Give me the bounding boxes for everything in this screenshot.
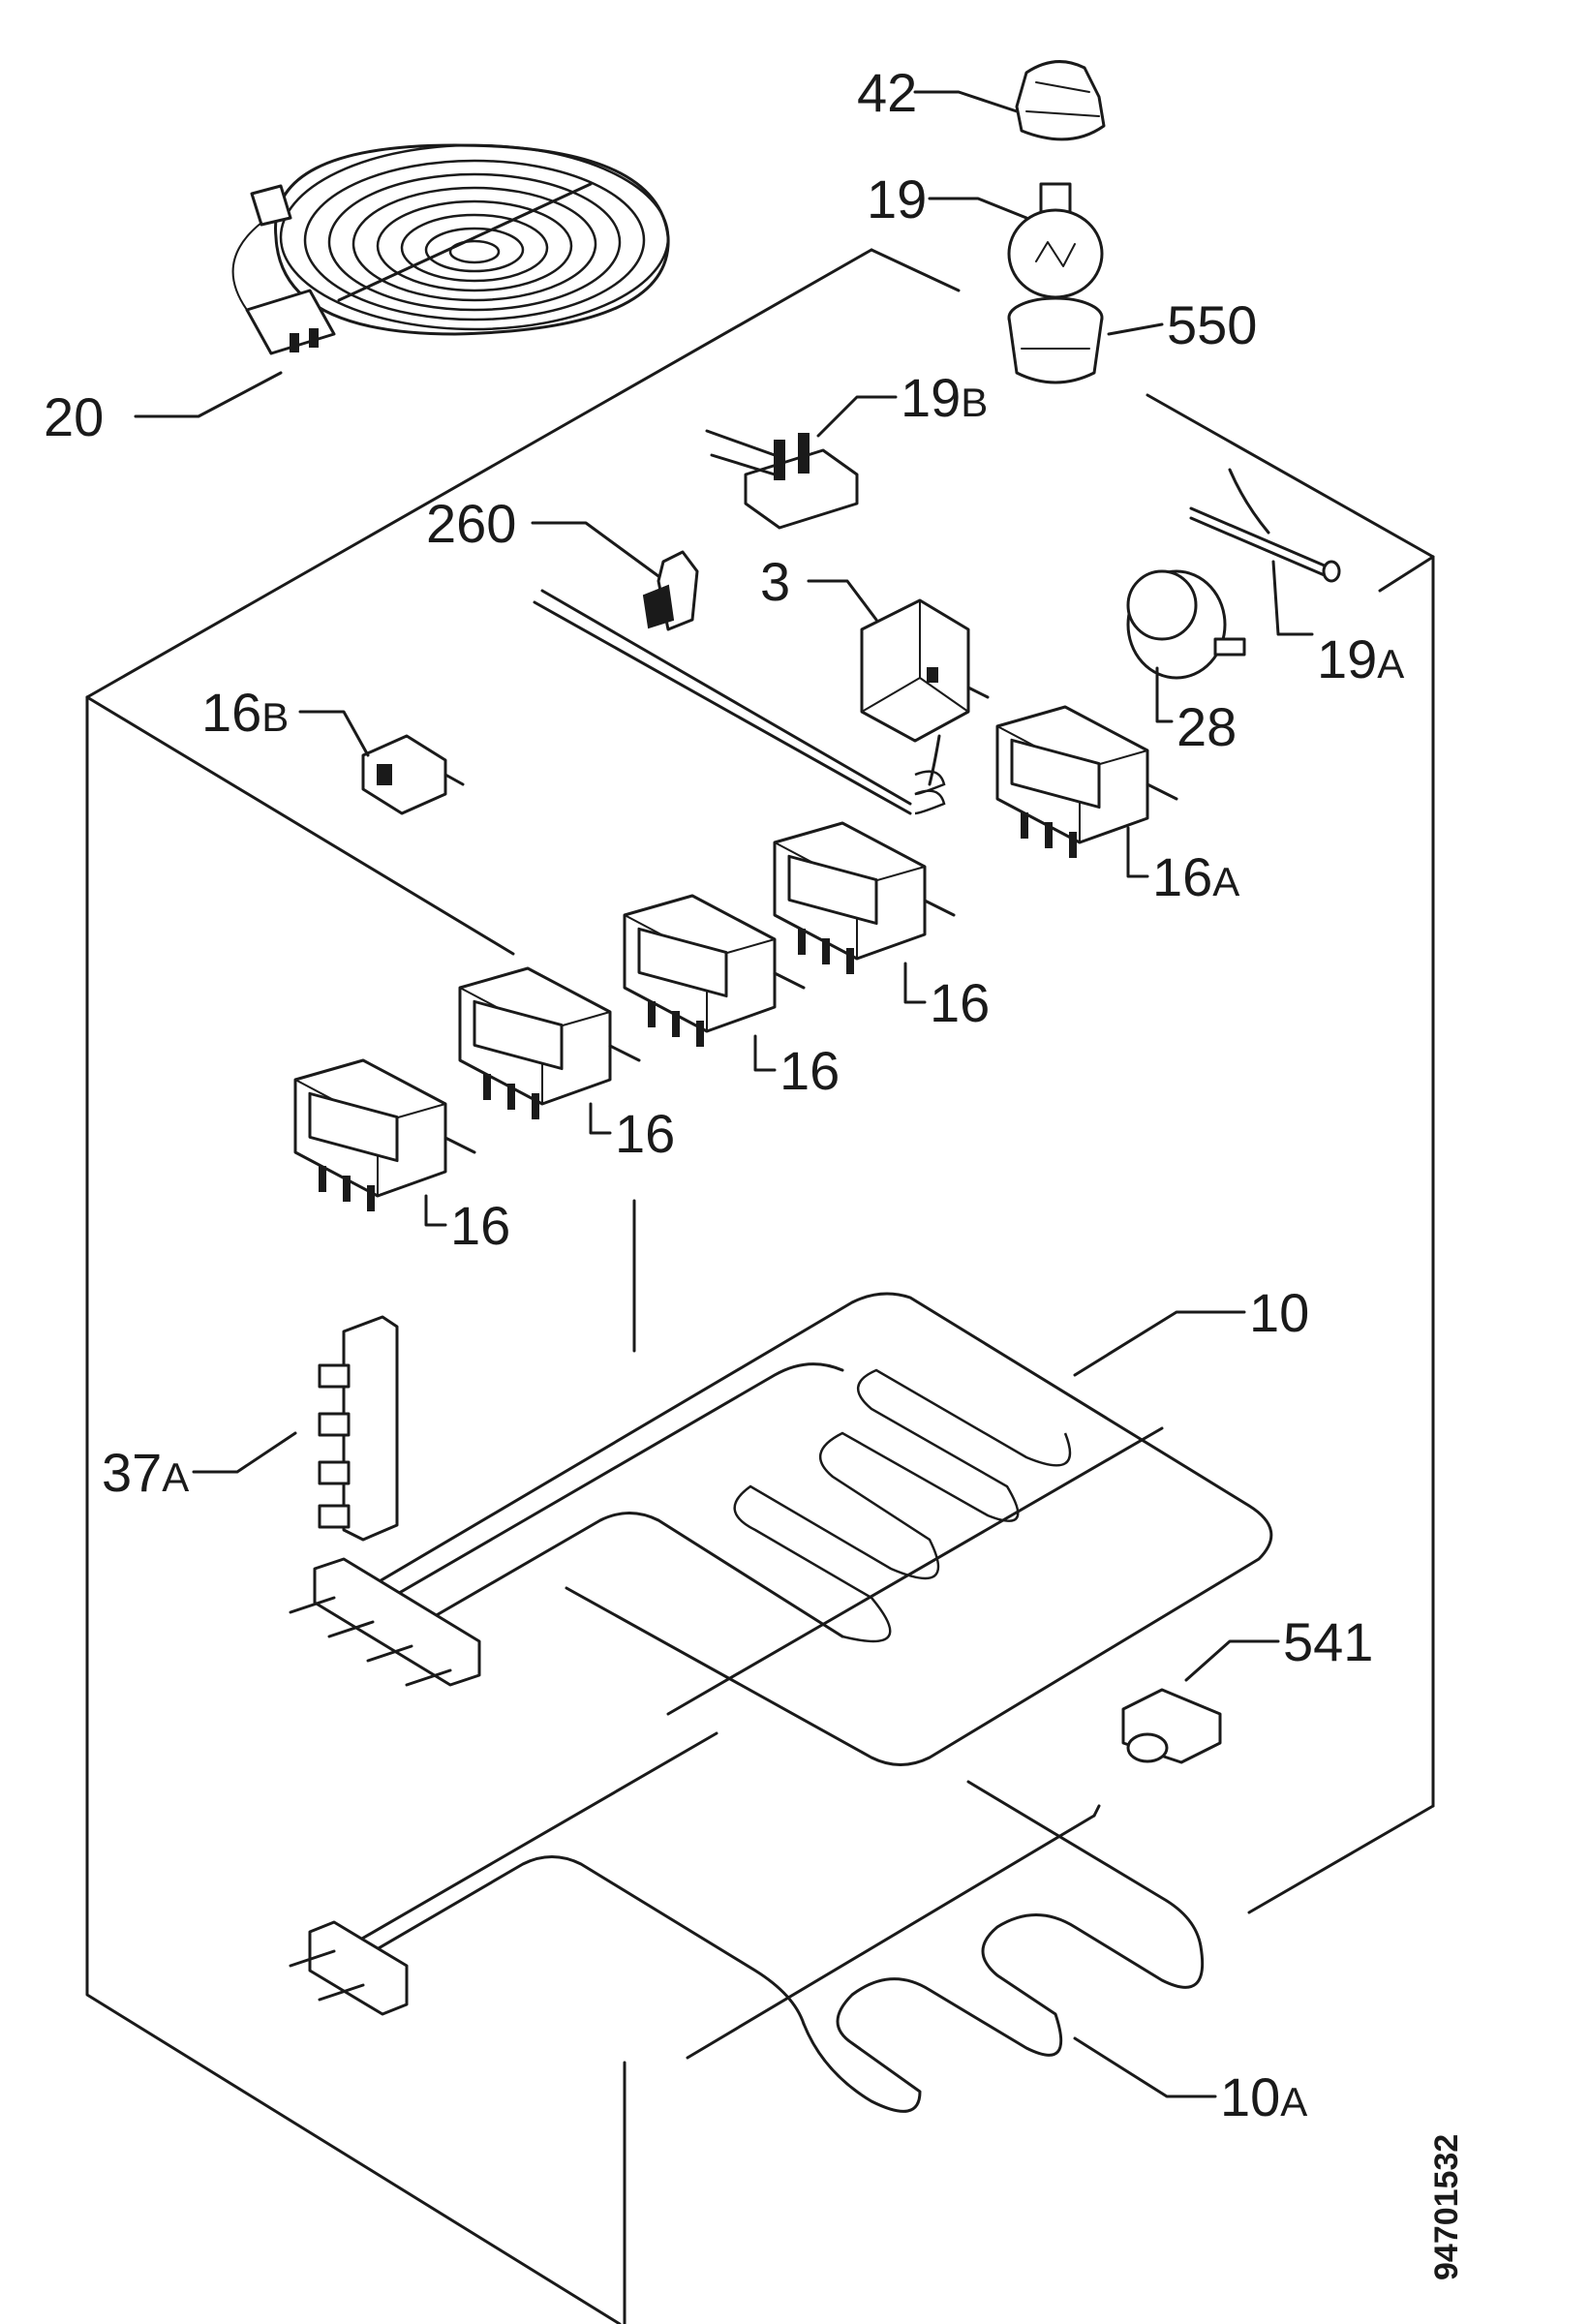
label-16-3: 16 xyxy=(615,1103,675,1164)
label-20: 20 xyxy=(44,386,104,447)
terminal-block-part-19B xyxy=(705,429,859,530)
lamp-cover-part-42 xyxy=(1015,60,1106,141)
selector-switch-part-16-3 xyxy=(458,966,641,1119)
label-10A: 10A xyxy=(1220,2066,1307,2127)
selector-switch-part-16-2 xyxy=(623,894,806,1047)
label-16-1: 16 xyxy=(930,972,990,1033)
knob-part-28 xyxy=(1126,569,1246,680)
label-260: 260 xyxy=(426,493,516,554)
selector-switch-part-16-4 xyxy=(293,1058,476,1211)
label-16B: 16B xyxy=(201,682,289,743)
probe-part-19A xyxy=(1189,468,1341,583)
terminal-strip-part-37A xyxy=(318,1315,399,1542)
grill-element-part-10 xyxy=(289,1292,1273,1766)
label-37A: 37A xyxy=(102,1442,189,1503)
label-28: 28 xyxy=(1176,696,1237,757)
lamp-holder-part-550 xyxy=(1007,296,1104,384)
cabinet-outline xyxy=(85,248,1435,2324)
label-19A: 19A xyxy=(1317,628,1404,689)
label-42: 42 xyxy=(857,62,917,123)
hob-radiant-element xyxy=(231,143,670,355)
leader-lines xyxy=(134,90,1314,2098)
label-19B: 19B xyxy=(901,367,988,428)
label-16-4: 16 xyxy=(450,1195,510,1256)
selector-switch-part-16-1 xyxy=(773,821,956,974)
label-541: 541 xyxy=(1283,1611,1373,1672)
lamp-bulb-part-19 xyxy=(1007,182,1104,299)
part-labels: 42 19 550 20 19B 260 3 19A 28 16B 16A 16… xyxy=(44,62,1404,2127)
label-19: 19 xyxy=(867,168,927,229)
bracket-part-541 xyxy=(1121,1688,1222,1764)
label-16A: 16A xyxy=(1152,846,1239,907)
thermostat-part-3 xyxy=(533,589,990,815)
bottom-element-part-10A xyxy=(289,1731,1205,2113)
label-3: 3 xyxy=(760,551,790,612)
clip-part-260 xyxy=(642,550,699,631)
document-number: 94701532 xyxy=(1428,2134,1465,2280)
selector-switch-part-16A xyxy=(995,705,1178,858)
label-16-2: 16 xyxy=(779,1040,840,1101)
label-550: 550 xyxy=(1167,294,1257,355)
label-10: 10 xyxy=(1249,1282,1309,1343)
push-switch-part-16B xyxy=(361,734,465,815)
